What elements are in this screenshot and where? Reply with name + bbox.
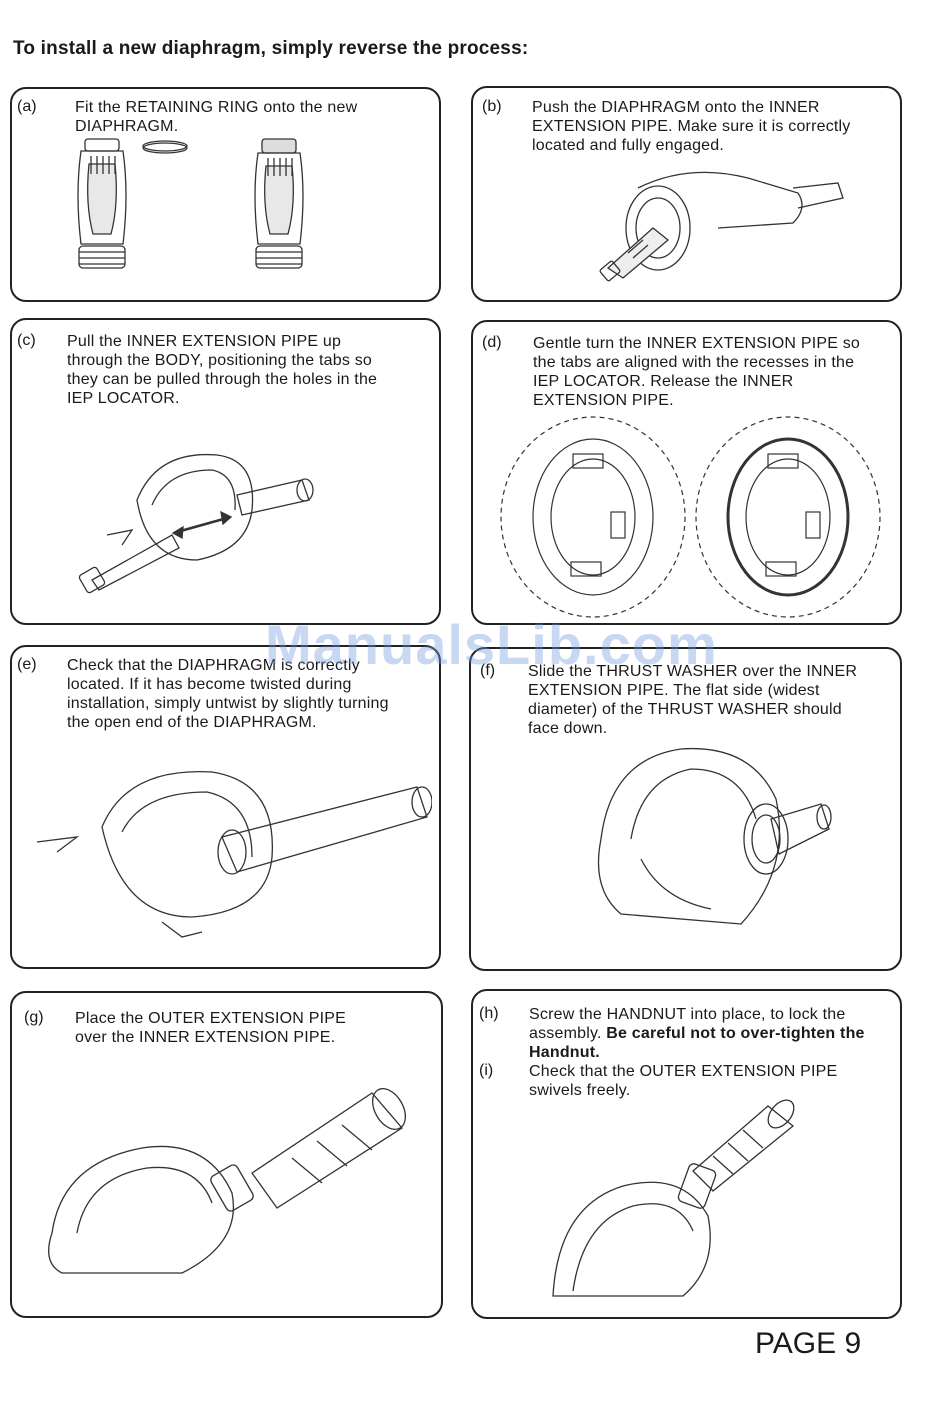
step-text-h: Screw the HANDNUT into place, to lock th… — [529, 1006, 865, 1061]
diaphragm-illustration — [77, 138, 304, 269]
step-tag-g: (g) — [24, 1009, 44, 1026]
page-number: PAGE 9 — [755, 1327, 862, 1360]
handnut-illustration — [552, 1099, 795, 1297]
step-tag-a: (a) — [17, 98, 37, 115]
step-tag-e: (e) — [17, 656, 37, 673]
diaphragm-check-illustration — [36, 770, 432, 938]
thrust-washer-illustration — [597, 747, 832, 925]
tab-alignment-illustration — [500, 416, 881, 618]
diaphragm-on-pipe-illustration — [599, 171, 844, 282]
step-tag-b: (b) — [482, 98, 502, 115]
watermark: ManualsLib.com — [265, 613, 718, 676]
step-tag-f: (f) — [480, 662, 496, 679]
page-heading: To install a new diaphragm, simply rever… — [13, 38, 529, 59]
pull-pipe-illustration — [78, 453, 314, 594]
outer-pipe-illustration — [48, 1088, 407, 1274]
step-panel-d: (d) Gentle turn the INNER EXTENSION PIPE… — [471, 320, 902, 625]
step-tag-d: (d) — [482, 334, 502, 351]
step-panel-f: (f) Slide the THRUST WASHER over the INN… — [469, 647, 902, 971]
step-tag-c: (c) — [17, 332, 36, 349]
step-tag-h: (h) — [479, 1005, 499, 1022]
step-panel-h: (h) Screw the HANDNUT into place, to loc… — [471, 989, 902, 1319]
step-panel-e: (e) Check that the DIAPHRAGM is correctl… — [10, 645, 441, 969]
step-tag-i: (i) — [479, 1062, 494, 1079]
